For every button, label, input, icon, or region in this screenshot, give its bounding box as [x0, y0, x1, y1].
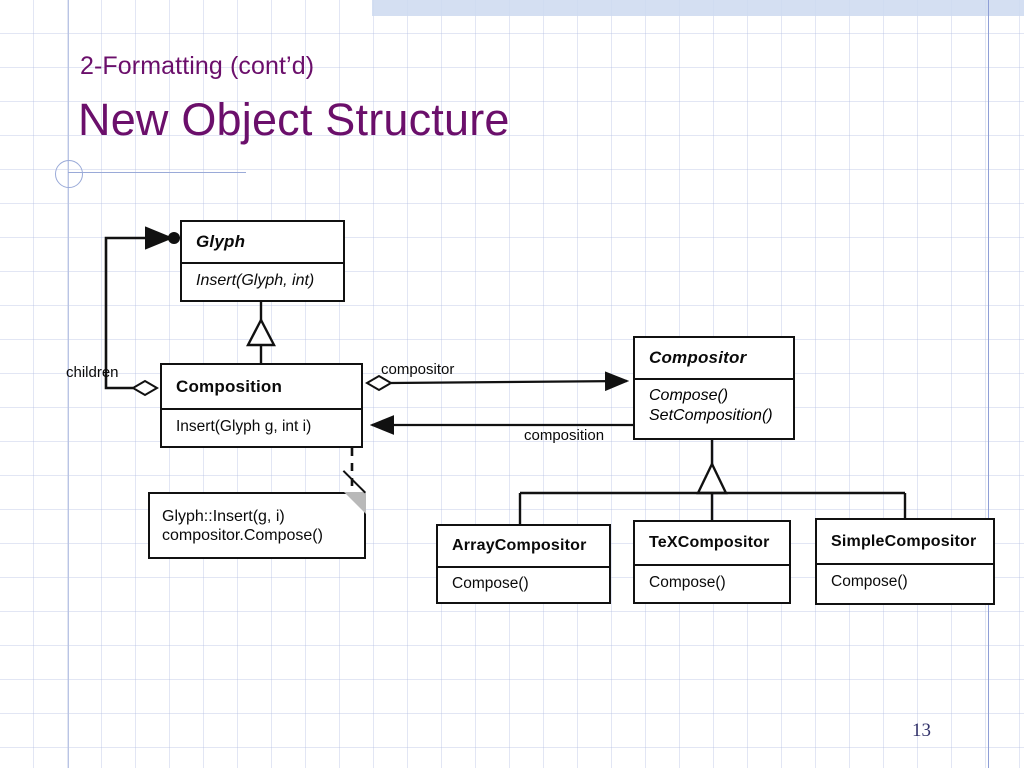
uml-operation: Compose()	[649, 387, 729, 404]
note-fold-icon	[344, 492, 366, 514]
uml-class-array-compositor[interactable]: ArrayCompositor Compose()	[436, 524, 611, 604]
uml-compartment-divider	[635, 564, 789, 566]
uml-operation: Insert(Glyph, int)	[196, 272, 315, 289]
page-title: New Object Structure	[78, 94, 510, 145]
uml-compartment-divider	[635, 378, 793, 380]
uml-operation: Compose()	[452, 575, 529, 592]
uml-note-insert[interactable]: Glyph::Insert(g, i) compositor.Compose()	[148, 470, 366, 559]
top-accent-band	[372, 0, 1024, 16]
uml-class-compositor[interactable]: Compositor Compose() SetComposition()	[633, 336, 795, 440]
decorative-circle-icon	[55, 160, 83, 188]
uml-class-glyph[interactable]: Glyph Insert(Glyph, int)	[180, 220, 345, 302]
label-composition: composition	[524, 427, 605, 444]
uml-class-name: Compositor	[649, 348, 747, 367]
title-underline-rule	[68, 172, 246, 173]
slide-kicker: 2-Formatting (cont’d)	[80, 52, 315, 80]
uml-class-composition[interactable]: Composition Insert(Glyph g, int i)	[160, 363, 363, 448]
uml-compartment-divider	[438, 566, 609, 568]
uml-compartment-divider	[182, 262, 343, 264]
left-vertical-rule	[68, 0, 69, 768]
uml-class-name: TeXCompositor	[649, 534, 770, 551]
uml-operation: Compose()	[831, 573, 908, 590]
uml-class-name: Composition	[176, 376, 283, 396]
uml-operation: Compose()	[649, 574, 726, 591]
note-line: compositor.Compose()	[162, 526, 323, 544]
uml-class-tex-compositor[interactable]: TeXCompositor Compose()	[633, 520, 791, 604]
uml-compartment-divider	[162, 408, 361, 410]
uml-class-name: SimpleCompositor	[831, 532, 977, 550]
uml-class-simple-compositor[interactable]: SimpleCompositor Compose()	[815, 518, 995, 605]
label-children: children	[66, 364, 119, 381]
label-compositor: compositor	[381, 361, 455, 378]
uml-compartment-divider	[817, 563, 993, 565]
right-vertical-rule	[988, 0, 989, 768]
page-number: 13	[912, 720, 931, 741]
uml-class-name: Glyph	[196, 232, 246, 251]
uml-operation: Insert(Glyph g, int i)	[176, 418, 312, 435]
note-line: Glyph::Insert(g, i)	[162, 508, 285, 525]
uml-operation: SetComposition()	[649, 406, 773, 424]
uml-class-name: ArrayCompositor	[452, 537, 587, 554]
uml-operations: Compose() SetComposition()	[635, 380, 793, 425]
